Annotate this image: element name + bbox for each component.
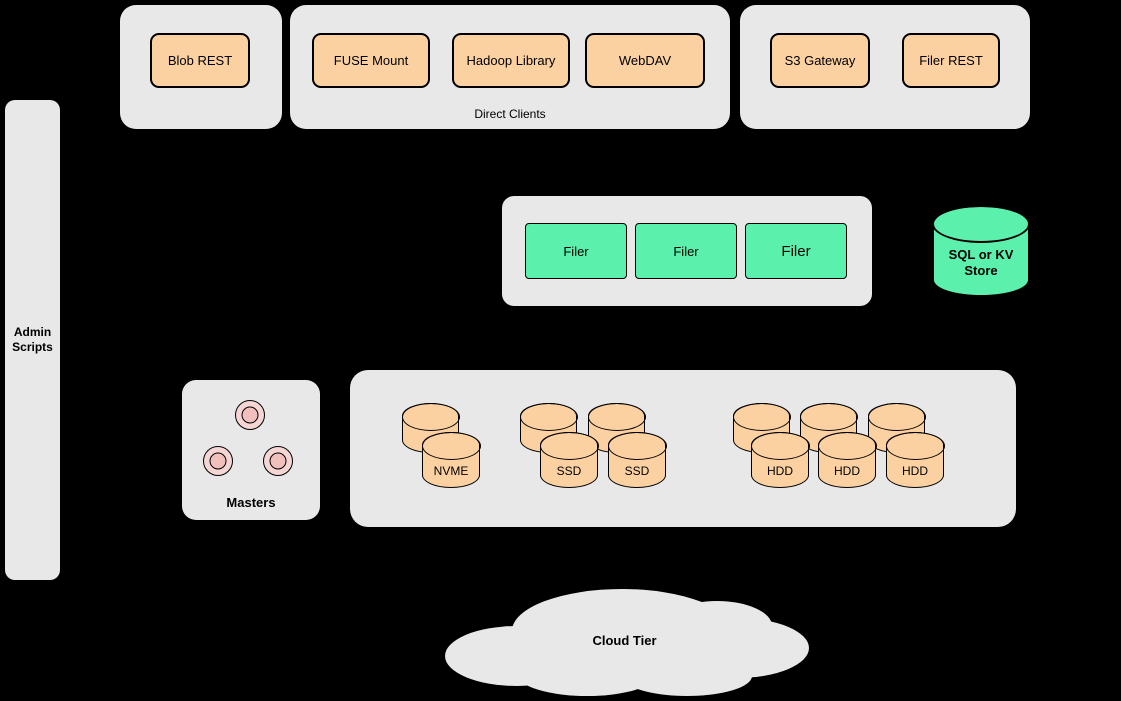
fuse-mount-node: FUSE Mount: [312, 33, 430, 88]
cloud-tier-shape: Cloud Tier: [437, 586, 812, 698]
blob-rest-group: Blob REST: [120, 5, 282, 129]
sql-kv-store-label: SQL or KV Store: [934, 247, 1028, 280]
node-label: Hadoop Library: [466, 53, 556, 68]
admin-scripts-label-line2: Scripts: [12, 340, 53, 354]
node-label: Filer REST: [919, 53, 983, 68]
hadoop-library-node: Hadoop Library: [452, 33, 570, 88]
sql-kv-store-label-line1: SQL or KV: [948, 247, 1014, 262]
cloud-tier-label: Cloud Tier: [592, 633, 657, 648]
filer-node: Filer: [635, 223, 737, 279]
cylinder-label: HDD: [902, 464, 928, 478]
filer-node: Filer: [745, 223, 847, 279]
node-label: FUSE Mount: [333, 53, 409, 68]
admin-scripts-label-line1: Admin: [13, 325, 52, 339]
node-label: Filer: [563, 243, 589, 259]
cylinder-label: HDD: [767, 464, 793, 478]
admin-scripts-panel: Admin Scripts: [5, 100, 60, 580]
webdav-node: WebDAV: [585, 33, 705, 88]
s3-gateway-node: S3 Gateway: [770, 33, 870, 88]
cylinder-label: NVME: [433, 464, 469, 478]
direct-clients-group: FUSE Mount Hadoop Library WebDAV Direct …: [290, 5, 730, 129]
master-node-icon: [203, 446, 233, 476]
sql-kv-store-cylinder: SQL or KV Store: [932, 205, 1030, 297]
node-label: WebDAV: [618, 53, 672, 68]
cylinder-label: SSD: [624, 464, 650, 478]
volume-servers-group: NVME SSD SSD HDD HDD HDD: [350, 370, 1016, 527]
cloud-icon: [445, 589, 809, 696]
nvme-cylinder: NVME: [421, 431, 481, 488]
hdd-cylinder: HDD: [817, 431, 877, 488]
node-label: Blob REST: [167, 53, 233, 68]
masters-group: Masters: [182, 380, 320, 520]
node-label: Filer: [673, 243, 699, 259]
masters-caption: Masters: [226, 495, 276, 510]
direct-clients-caption: Direct Clients: [474, 107, 546, 121]
node-label: Filer: [781, 242, 811, 260]
filer-rest-node: Filer REST: [902, 33, 1000, 88]
cylinder-label: SSD: [556, 464, 582, 478]
filer-node: Filer: [525, 223, 627, 279]
ssd-cylinder: SSD: [607, 431, 667, 488]
hdd-cylinder: HDD: [750, 431, 810, 488]
node-label: S3 Gateway: [784, 53, 856, 68]
master-node-icon: [263, 446, 293, 476]
filer-group: Filer Filer Filer: [502, 196, 872, 306]
master-node-icon: [235, 400, 265, 430]
hdd-cylinder: HDD: [885, 431, 945, 488]
blob-rest-node: Blob REST: [150, 33, 250, 88]
gateway-group: S3 Gateway Filer REST: [740, 5, 1030, 129]
ssd-cylinder: SSD: [539, 431, 599, 488]
cylinder-label: HDD: [834, 464, 860, 478]
sql-kv-store-label-line2: Store: [964, 263, 998, 279]
